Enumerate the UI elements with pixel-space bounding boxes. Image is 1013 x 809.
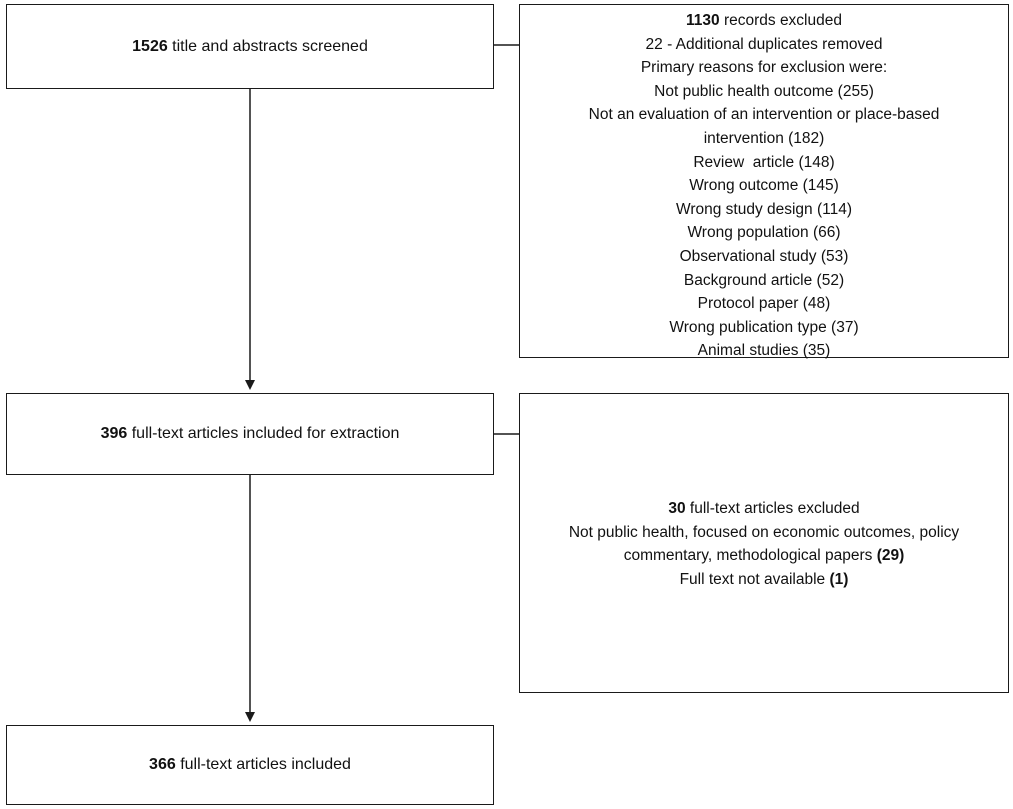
extraction-label: 396 full-text articles included for extr… bbox=[101, 425, 400, 443]
excluded-reason-2: Full text not available (1) bbox=[520, 568, 1008, 592]
exclusion-line: intervention (182) bbox=[703, 129, 825, 147]
exclusion-line: Wrong study design (114) bbox=[675, 200, 853, 218]
excluded-fulltext-text: full-text articles excluded bbox=[685, 500, 860, 517]
included-box: 366 full-text articles included bbox=[6, 725, 494, 805]
exclusion-line: 22 - Additional duplicates removed bbox=[645, 35, 883, 53]
included-count: 366 bbox=[149, 756, 176, 773]
excluded-records-box: 1130 records excluded 22 - Additional du… bbox=[519, 4, 1009, 359]
exclusion-line: Protocol paper (48) bbox=[697, 295, 831, 313]
exclusion-line: Not public health outcome (255) bbox=[654, 82, 874, 100]
excluded-records-text: records excluded bbox=[719, 12, 842, 29]
excluded-reason-1-line-1: Not public health, focused on economic o… bbox=[568, 523, 960, 541]
exclusion-line: Wrong outcome (145) bbox=[689, 177, 839, 195]
screening-box: 1526 title and abstracts screened bbox=[6, 4, 494, 89]
excluded-reason-1-count: (29) bbox=[876, 547, 905, 565]
excluded-reason-1-text: commentary, methodological papers bbox=[623, 547, 877, 565]
screening-label: 1526 title and abstracts screened bbox=[132, 38, 368, 56]
exclusion-line: Wrong publication type (37) bbox=[669, 318, 859, 336]
excluded-reason-2-count: (1) bbox=[829, 570, 849, 588]
included-text: full-text articles included bbox=[175, 756, 351, 773]
screening-text: title and abstracts screened bbox=[167, 37, 368, 55]
excluded-reason-2-text: Full text not available bbox=[679, 570, 830, 588]
excluded-reason-1-line-2: commentary, methodological papers (29) bbox=[520, 544, 1008, 568]
extraction-text: full-text articles included for extracti… bbox=[127, 425, 400, 442]
included-label: 366 full-text articles included bbox=[149, 756, 351, 774]
exclusion-line: Review article (148) bbox=[693, 153, 835, 171]
exclusion-line: Observational study (53) bbox=[679, 247, 849, 265]
screening-count: 1526 bbox=[132, 37, 168, 55]
exclusion-line: Wrong population (66) bbox=[687, 224, 841, 242]
exclusion-line: Background article (52) bbox=[683, 271, 845, 289]
excluded-fulltext-count: 30 bbox=[668, 500, 686, 517]
exclusion-line: Primary reasons for exclusion were: bbox=[640, 59, 888, 77]
excluded-fulltext-header: 30 full-text articles excluded bbox=[520, 497, 1008, 521]
excluded-records-header: 1130 records excluded bbox=[520, 9, 1008, 33]
excluded-fulltext-box: 30 full-text articles excluded Not publi… bbox=[519, 393, 1009, 693]
exclusion-line: Not an evaluation of an intervention or … bbox=[588, 106, 940, 124]
excluded-records-count: 1130 bbox=[686, 12, 720, 29]
exclusion-line: Animal studies (35) bbox=[697, 342, 831, 360]
extraction-count: 396 bbox=[100, 425, 128, 442]
extraction-box: 396 full-text articles included for extr… bbox=[6, 393, 494, 475]
